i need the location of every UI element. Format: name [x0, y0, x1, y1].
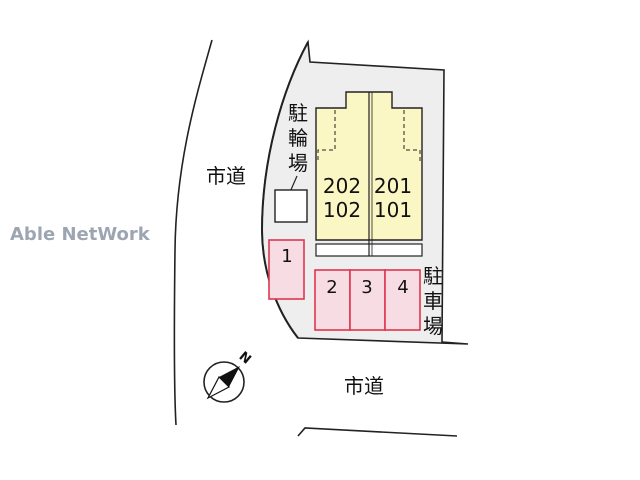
- south-road-edge: [297, 427, 458, 437]
- unit-202-dashed-mark: [317, 110, 336, 162]
- watermark-text: Able NetWork: [10, 224, 151, 245]
- bicycle-parking-label-3: 場: [288, 151, 308, 175]
- unit-label-201: 201: [374, 174, 412, 198]
- parking-space-2-label: 2: [326, 277, 337, 298]
- car-parking-label-1: 駐: [423, 264, 443, 288]
- south-road-label: 市道: [344, 374, 384, 398]
- parking-space-4-label: 4: [397, 277, 408, 298]
- car-parking-label-3: 場: [423, 314, 443, 338]
- parking-space-2: [314, 269, 351, 331]
- north-arrow: N: [203, 349, 254, 403]
- lot-west-edge: [260, 41, 309, 339]
- north-arrow-label: N: [236, 349, 254, 367]
- west-road-label: 市道: [206, 164, 246, 188]
- unit-label-202: 202: [323, 174, 361, 198]
- west-road-edge: [173, 39, 213, 426]
- parking-space-4: [384, 269, 421, 331]
- bicycle-parking-area: [274, 189, 308, 223]
- parking-space-3-label: 3: [361, 277, 372, 298]
- car-parking-label-2: 車: [423, 289, 443, 313]
- parking-space-1: [268, 239, 305, 300]
- unit-label-101: 101: [374, 198, 412, 222]
- north-arrow-tail: [206, 375, 231, 400]
- parking-space-1-label: 1: [281, 246, 292, 267]
- unit-label-102: 102: [323, 198, 361, 222]
- bicycle-parking-label-2: 輪: [288, 126, 308, 150]
- bicycle-parking-label-1: 駐: [288, 101, 308, 125]
